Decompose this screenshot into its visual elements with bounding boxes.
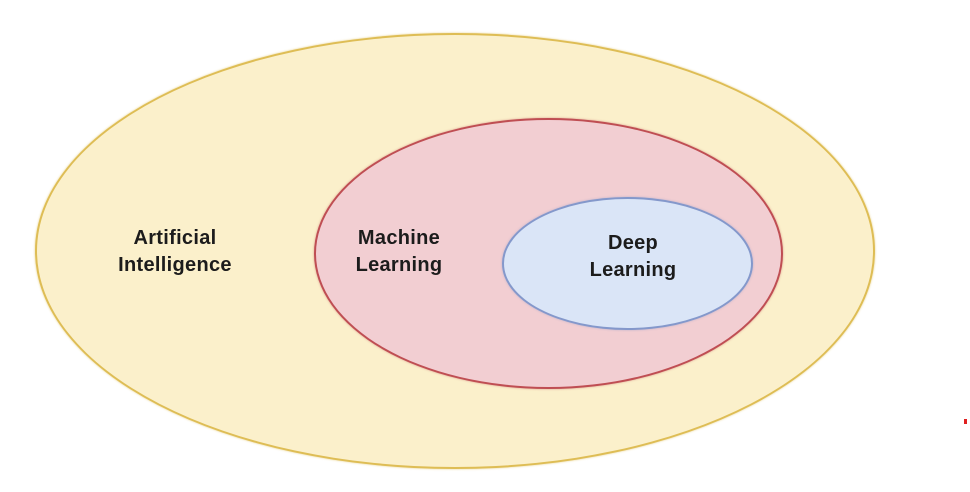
ai-label: Artificial Intelligence: [118, 225, 232, 279]
dl-label: Deep Learning: [590, 230, 677, 284]
red-artifact-dot: [964, 419, 967, 424]
dl-label-line1: Deep: [607, 232, 659, 254]
ml-label: Machine Learning: [356, 225, 443, 279]
ml-label-line1: Machine: [357, 227, 441, 249]
dl-ellipse: [502, 197, 753, 330]
ai-label-line2: Intelligence: [118, 254, 232, 276]
ml-label-line2: Learning: [355, 254, 443, 276]
dl-label-line2: Learning: [589, 259, 677, 281]
ai-label-line1: Artificial: [133, 227, 217, 249]
